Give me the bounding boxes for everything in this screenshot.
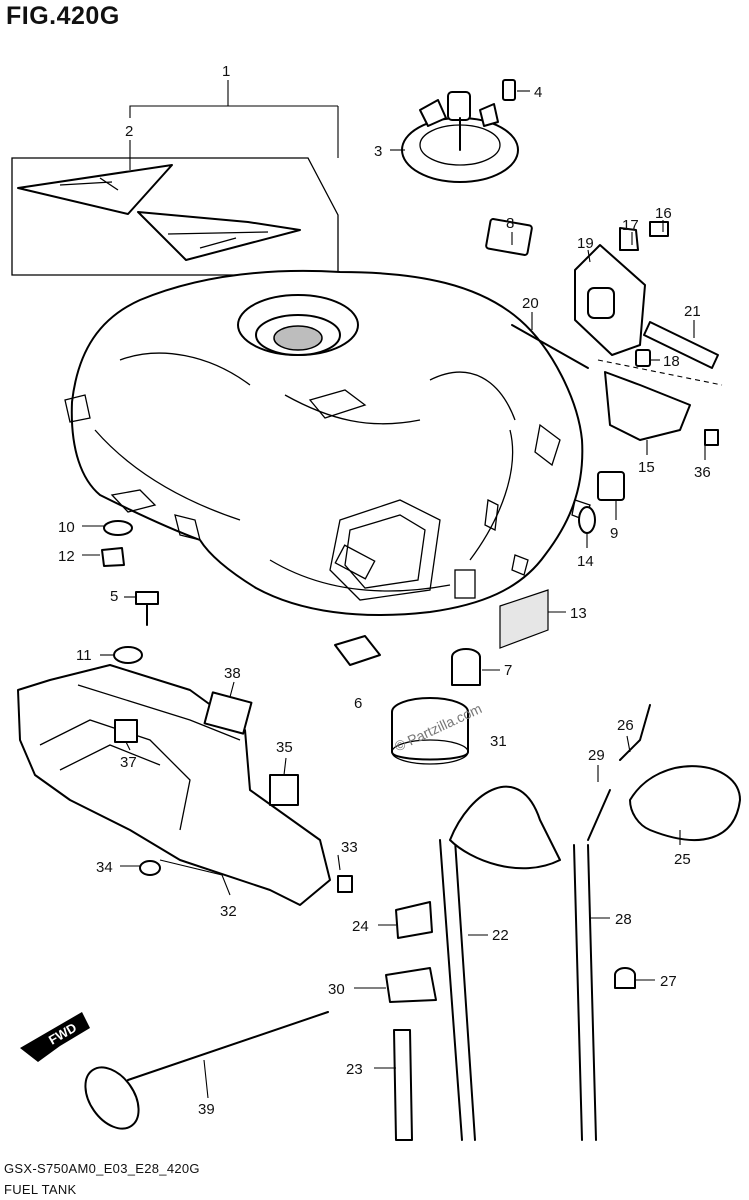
callout-20: 20	[522, 295, 539, 312]
callout-36: 36	[694, 464, 711, 481]
callout-33: 33	[341, 839, 358, 856]
callout-30: 30	[328, 981, 345, 998]
callout-28: 28	[615, 911, 632, 928]
callout-37: 37	[120, 754, 137, 771]
cushions-and-caps	[334, 506, 596, 686]
callout-14: 14	[577, 553, 594, 570]
callout-2: 2	[125, 123, 133, 140]
callout-29: 29	[588, 747, 605, 764]
callout-25: 25	[674, 851, 691, 868]
figure-code: GSX-S750AM0_E03_E28_420G	[4, 1161, 200, 1176]
callout-5: 5	[110, 588, 118, 605]
callout-15: 15	[638, 459, 655, 476]
callout-39: 39	[198, 1101, 215, 1118]
figure-caption: FUEL TANK	[4, 1182, 77, 1197]
callout-12: 12	[58, 548, 75, 565]
callout-17: 17	[622, 217, 639, 234]
callout-6: 6	[354, 695, 362, 712]
callout-1: 1	[222, 63, 230, 80]
callout-23: 23	[346, 1061, 363, 1078]
callout-19: 19	[577, 235, 594, 252]
fuel-tank-body	[64, 269, 591, 616]
callout-16: 16	[655, 205, 672, 222]
mount-small-parts	[101, 520, 159, 664]
callout-7: 7	[504, 662, 512, 679]
callout-22: 22	[492, 927, 509, 944]
callout-26: 26	[617, 717, 634, 734]
callout-11: 11	[76, 647, 92, 664]
callout-24: 24	[352, 918, 369, 935]
callout-numbers: 1 2 3 4 5 6 7 8 9 10 11 12 13 14 15 16 1…	[58, 63, 711, 1118]
callout-3: 3	[374, 143, 382, 160]
callout-27: 27	[660, 973, 677, 990]
forward-arrow-icon: FWD	[20, 1012, 90, 1062]
callout-32: 32	[220, 903, 237, 920]
fuel-hoses	[439, 704, 741, 1141]
callout-9: 9	[610, 525, 618, 542]
lower-cover-assembly	[17, 664, 353, 906]
callout-38: 38	[224, 665, 241, 682]
leader-lines	[82, 80, 706, 1099]
tank-bracket-assembly	[485, 218, 723, 501]
tool-rod	[84, 1011, 329, 1130]
fuel-cap-assembly	[401, 79, 519, 183]
figure-title: FIG.420G	[6, 2, 120, 30]
callout-4: 4	[534, 84, 542, 101]
callout-8: 8	[506, 215, 514, 232]
callout-18: 18	[663, 353, 680, 370]
callout-35: 35	[276, 739, 293, 756]
decal-set-drawing	[11, 157, 339, 276]
hose-clamps-and-bands	[385, 697, 636, 1141]
callout-31: 31	[490, 733, 507, 750]
callout-13: 13	[570, 605, 587, 622]
callout-34: 34	[96, 859, 113, 876]
callout-10: 10	[58, 519, 75, 536]
callout-21: 21	[684, 303, 701, 320]
